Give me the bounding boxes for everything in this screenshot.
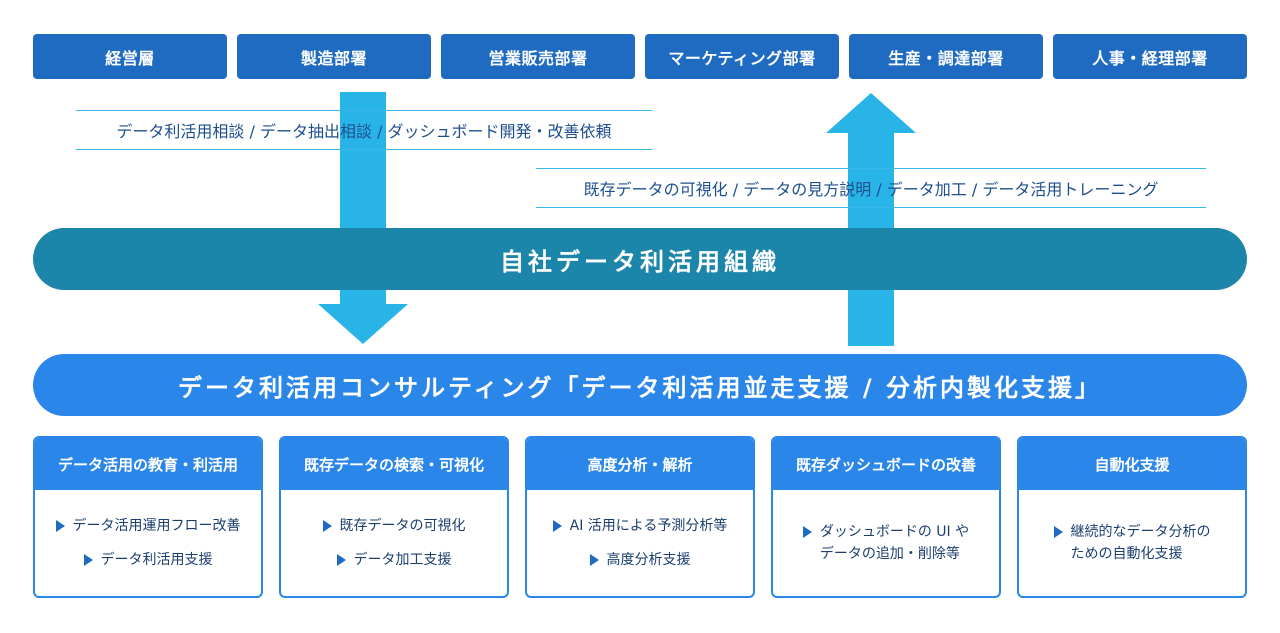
triangle-bullet-icon bbox=[322, 520, 332, 532]
triangle-bullet-icon bbox=[83, 554, 93, 566]
up-arrow-head bbox=[826, 93, 916, 133]
card-item-text: 継続的なデータ分析の bbox=[1070, 524, 1211, 540]
card-item: AI 活用による予測分析等 bbox=[552, 515, 728, 537]
card-item: データ活用運用フロー改善 bbox=[55, 515, 241, 537]
card-advanced-analysis: 高度分析・解析 AI 活用による予測分析等 高度分析支援 bbox=[525, 436, 755, 598]
card-item: ダッシュボードの UI や データの追加・削除等 bbox=[802, 521, 970, 565]
dept-executive: 経営層 bbox=[33, 34, 227, 79]
card-item-text: データ加工支援 bbox=[353, 552, 452, 568]
dept-marketing: マーケティング部署 bbox=[645, 34, 839, 79]
card-item: 高度分析支援 bbox=[589, 549, 691, 571]
card-title: データ活用の教育・利活用 bbox=[35, 438, 261, 490]
card-item-text: ダッシュボードの UI や bbox=[819, 524, 970, 540]
triangle-bullet-icon bbox=[336, 554, 346, 566]
triangle-bullet-icon bbox=[55, 520, 65, 532]
triangle-bullet-icon bbox=[552, 520, 562, 532]
card-dashboard-improvement: 既存ダッシュボードの改善 ダッシュボードの UI や データの追加・削除等 bbox=[771, 436, 1001, 598]
card-item-text: 既存データの可視化 bbox=[339, 518, 466, 534]
card-automation: 自動化支援 継続的なデータ分析の ための自動化支援 bbox=[1017, 436, 1247, 598]
dept-procurement: 生産・調達部署 bbox=[849, 34, 1043, 79]
triangle-bullet-icon bbox=[1053, 526, 1063, 538]
card-item-text: ための自動化支援 bbox=[1070, 546, 1183, 562]
card-item-text: 高度分析支援 bbox=[606, 552, 691, 568]
card-item: データ利活用支援 bbox=[83, 549, 213, 571]
card-title: 自動化支援 bbox=[1019, 438, 1245, 490]
down-arrow-head bbox=[318, 304, 408, 344]
card-item-text: AI 活用による予測分析等 bbox=[569, 518, 728, 534]
card-education: データ活用の教育・利活用 データ活用運用フロー改善 データ利活用支援 bbox=[33, 436, 263, 598]
deliverables-line: 既存データの可視化 / データの見方説明 / データ加工 / データ活用トレーニ… bbox=[536, 168, 1206, 208]
card-item-text: データの追加・削除等 bbox=[819, 546, 960, 562]
dept-hr-accounting: 人事・経理部署 bbox=[1053, 34, 1247, 79]
card-item-text: データ活用運用フロー改善 bbox=[72, 518, 241, 534]
card-visualization: 既存データの検索・可視化 既存データの可視化 データ加工支援 bbox=[279, 436, 509, 598]
triangle-bullet-icon bbox=[802, 526, 812, 538]
internal-data-org-band: 自社データ利活用組織 bbox=[33, 228, 1247, 290]
card-item: 継続的なデータ分析の ための自動化支援 bbox=[1053, 521, 1211, 565]
card-title: 高度分析・解析 bbox=[527, 438, 753, 490]
consulting-band: データ利活用コンサルティング「データ利活用並走支援 / 分析内製化支援」 bbox=[33, 354, 1247, 416]
triangle-bullet-icon bbox=[589, 554, 599, 566]
card-item-text: データ利活用支援 bbox=[100, 552, 213, 568]
requests-line: データ利活用相談 / データ抽出相談 / ダッシュボード開発・改善依頼 bbox=[76, 110, 652, 150]
dept-manufacturing: 製造部署 bbox=[237, 34, 431, 79]
dept-sales: 営業販売部署 bbox=[441, 34, 635, 79]
card-item: データ加工支援 bbox=[336, 549, 452, 571]
card-title: 既存ダッシュボードの改善 bbox=[773, 438, 999, 490]
card-item: 既存データの可視化 bbox=[322, 515, 466, 537]
card-title: 既存データの検索・可視化 bbox=[281, 438, 507, 490]
